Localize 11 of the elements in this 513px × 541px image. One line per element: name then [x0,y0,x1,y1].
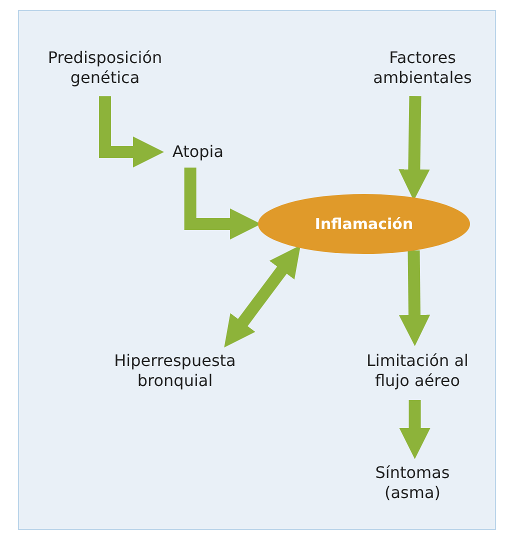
arrow [99,96,164,168]
node-text: Síntomas (asma) [374,463,451,503]
arrow [398,250,430,346]
node-text: Factores ambientales [372,48,473,88]
double-arrow [224,245,301,348]
node-text: Hiperrespuesta bronquial [113,351,237,391]
node-text: Predisposición genética [46,48,164,88]
arrow [399,400,430,460]
node-label: Inflamación [314,214,414,234]
node-text: Atopia [172,142,224,162]
node-text: Limitación al flujo aéreo [366,351,470,391]
